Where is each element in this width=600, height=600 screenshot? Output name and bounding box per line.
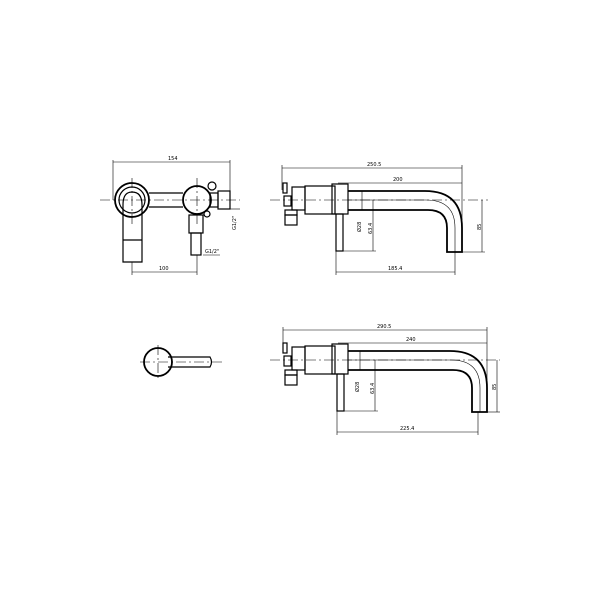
dim-inlet-thread-side: G1/2" xyxy=(232,216,238,230)
dim-spout-height: 85 xyxy=(492,384,498,390)
dim-overall-length: 290.5 xyxy=(377,324,391,330)
dim-plate-to-outlet: 185.4 xyxy=(388,266,402,272)
dim-plate-height: 63.4 xyxy=(368,223,374,234)
dim-width-overall: 154 xyxy=(168,156,178,162)
dim-plate-height: 63.4 xyxy=(370,383,376,394)
dim-spout-projection: 240 xyxy=(406,337,416,343)
front-view: 154 100 G1/2" G1/2" xyxy=(100,156,240,275)
dim-overall-length: 250.5 xyxy=(367,162,381,168)
dim-spout-height: 85 xyxy=(477,224,483,230)
side-view-short: 250.5 200 Ø28 63.4 85 185.4 xyxy=(270,162,488,275)
handle-plan-view xyxy=(140,345,222,380)
side-view-long: 290.5 240 Ø28 63.4 85 225.4 xyxy=(270,324,500,435)
dim-plate-to-outlet: 225.4 xyxy=(400,426,414,432)
dim-spout-diameter: Ø28 xyxy=(354,382,361,392)
dim-spout-diameter: Ø28 xyxy=(356,222,363,232)
dim-centre-distance: 100 xyxy=(159,266,169,272)
dim-spout-projection: 200 xyxy=(393,177,403,183)
dim-inlet-thread-bottom: G1/2" xyxy=(205,249,219,255)
